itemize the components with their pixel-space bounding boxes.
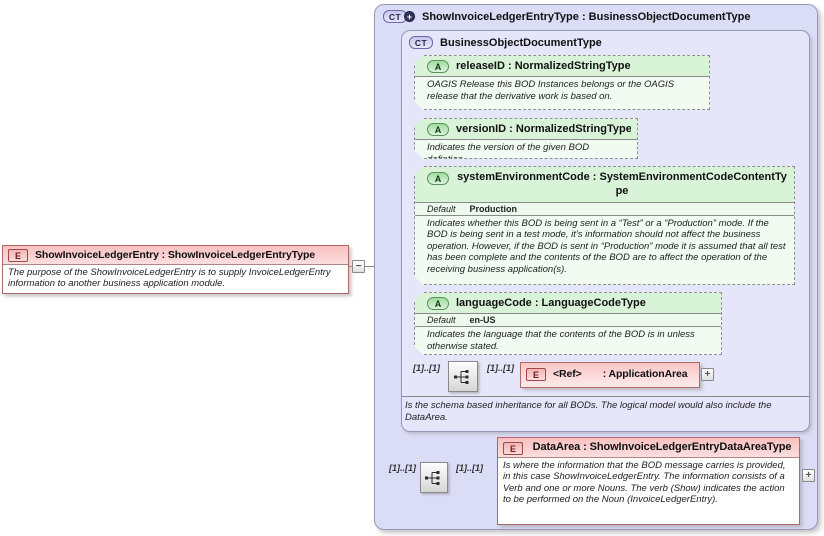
attribute-icon: A <box>427 297 449 310</box>
dataarea-description: Is where the information that the BOD me… <box>498 457 799 508</box>
attribute-releaseid-title: releaseID : NormalizedStringType <box>456 60 631 72</box>
attribute-versionid-header: A versionID : NormalizedStringType <box>415 119 637 140</box>
base-type-ct-badge: CT <box>409 36 433 49</box>
complex-type-icon: CT + <box>383 10 415 23</box>
attribute-icon: A <box>427 123 449 136</box>
default-value: en-US <box>469 315 496 325</box>
attribute-languagecode-description: Indicates the language that the contents… <box>415 327 721 354</box>
attribute-systemenvironmentcode-title: systemEnvironmentCode : SystemEnvironmen… <box>457 171 787 197</box>
attribute-systemenvironmentcode[interactable]: A systemEnvironmentCode : SystemEnvironm… <box>414 166 795 285</box>
showinvoiceledgerentry-header: E ShowInvoiceLedgerEntry : ShowInvoiceLe… <box>3 246 348 264</box>
cardinality-label: [1]..[1] <box>413 363 440 373</box>
default-label: Default <box>427 315 456 325</box>
attribute-languagecode-header: A languageCode : LanguageCodeType <box>415 293 721 314</box>
sequence-compositor-icon[interactable] <box>420 462 448 493</box>
dataarea-element[interactable]: E DataArea : ShowInvoiceLedgerEntryDataA… <box>497 437 800 525</box>
cardinality-label: [1]..[1] <box>389 463 416 473</box>
attribute-versionid[interactable]: A versionID : NormalizedStringType Indic… <box>414 118 638 159</box>
showinvoiceledgerentry-description: The purpose of the ShowInvoiceLedgerEntr… <box>3 264 348 292</box>
attribute-languagecode-default: Default en-US <box>415 314 721 327</box>
showinvoiceledgerentry-element[interactable]: E ShowInvoiceLedgerEntry : ShowInvoiceLe… <box>2 245 349 294</box>
ref-type: : ApplicationArea <box>602 368 688 380</box>
attribute-languagecode[interactable]: A languageCode : LanguageCodeType Defaul… <box>414 292 722 355</box>
attribute-languagecode-title: languageCode : LanguageCodeType <box>456 297 646 309</box>
attribute-icon: A <box>427 172 449 185</box>
attribute-versionid-description: Indicates the version of the given BOD d… <box>415 140 637 159</box>
cardinality-label: [1]..[1] <box>487 363 514 373</box>
dataarea-title: DataArea : ShowInvoiceLedgerEntryDataAre… <box>532 441 792 453</box>
base-type-annotation: Is the schema based inheritance for all … <box>405 400 772 423</box>
attribute-versionid-title: versionID : NormalizedStringType <box>456 123 631 135</box>
ref-name: <Ref> <box>553 368 582 380</box>
expand-dataarea-button[interactable]: + <box>802 469 815 482</box>
attribute-systemenvironmentcode-default: Default Production <box>415 203 794 216</box>
attribute-releaseid[interactable]: A releaseID : NormalizedStringType OAGIS… <box>414 55 710 110</box>
attribute-icon: A <box>427 60 449 73</box>
sequence-glyph <box>425 470 440 485</box>
element-icon: E <box>526 368 546 381</box>
showinvoiceledgerentry-title: ShowInvoiceLedgerEntry : ShowInvoiceLedg… <box>35 249 316 261</box>
ref-applicationarea-header: E <Ref> : ApplicationArea <box>521 363 699 383</box>
ref-applicationarea-element[interactable]: E <Ref> : ApplicationArea <box>520 362 700 388</box>
ct-plus-icon: + <box>404 11 415 22</box>
element-icon: E <box>8 249 28 262</box>
annotation-separator <box>402 396 809 397</box>
attribute-releaseid-header: A releaseID : NormalizedStringType <box>415 56 709 77</box>
connector-element-to-type <box>349 266 384 267</box>
element-icon: E <box>503 442 523 455</box>
attribute-systemenvironmentcode-description: Indicates whether this BOD is being sent… <box>415 216 794 278</box>
cardinality-label: [1]..[1] <box>456 463 483 473</box>
base-type-title-row: CT BusinessObjectDocumentType <box>409 36 602 49</box>
attribute-systemenvironmentcode-header: A systemEnvironmentCode : SystemEnvironm… <box>415 167 794 203</box>
base-type-title: BusinessObjectDocumentType <box>440 36 602 49</box>
collapse-type-button[interactable]: − <box>352 260 365 273</box>
sequence-compositor-icon[interactable] <box>448 361 478 392</box>
sequence-glyph <box>454 369 469 384</box>
attribute-releaseid-description: OAGIS Release this BOD Instances belongs… <box>415 77 709 104</box>
complex-type-title: ShowInvoiceLedgerEntryType : BusinessObj… <box>422 10 751 23</box>
expand-applicationarea-button[interactable]: + <box>701 368 714 381</box>
complex-type-title-row: CT + ShowInvoiceLedgerEntryType : Busine… <box>383 10 750 23</box>
default-value: Production <box>469 203 518 214</box>
dataarea-header: E DataArea : ShowInvoiceLedgerEntryDataA… <box>498 438 799 457</box>
default-label: Default <box>427 203 456 214</box>
